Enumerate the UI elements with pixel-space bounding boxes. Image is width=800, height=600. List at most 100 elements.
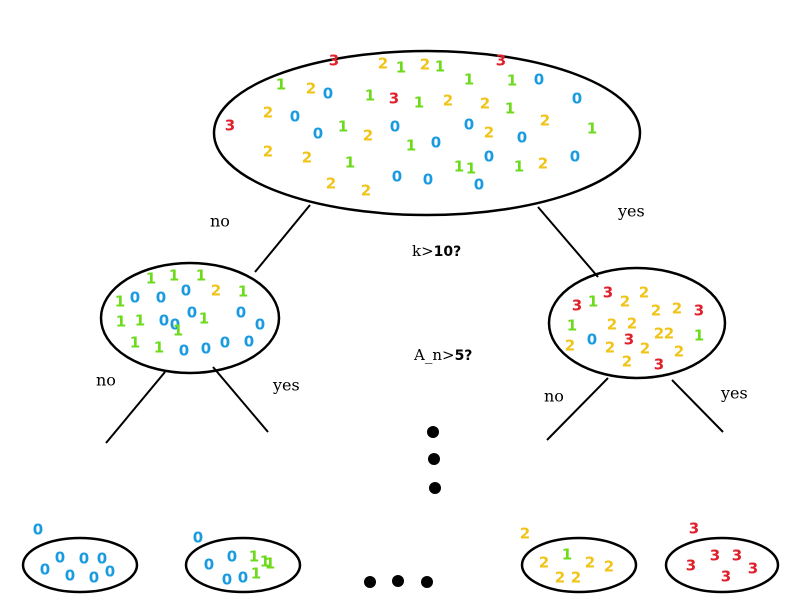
root-class-1-digit: 1 — [514, 158, 524, 176]
right-class-2-digit: 2 — [607, 316, 617, 334]
left-class-1-digit: 1 — [173, 322, 183, 340]
root-class-3-digit: 3 — [496, 52, 506, 70]
right-class-3-digit: 3 — [603, 284, 613, 302]
left-class-0-digit: 0 — [201, 340, 211, 358]
right-class-1-digit: 1 — [588, 293, 598, 311]
left-class-1-digit: 1 — [115, 293, 125, 311]
root-class-2-digit: 2 — [538, 155, 548, 173]
left-class-1-digit: 1 — [199, 310, 209, 328]
right-class-3-digit: 3 — [694, 302, 704, 320]
edge-label-right-yes: yes — [720, 384, 748, 403]
root-class-1-digit: 1 — [338, 118, 348, 136]
vertical-ellipsis-dot-3 — [429, 482, 441, 494]
leaf0-class-0-digit: 0 — [97, 550, 107, 568]
question-second-value: 5? — [455, 348, 473, 364]
left-class-0-digit: 0 — [159, 312, 169, 330]
root-class-2-digit: 2 — [443, 92, 453, 110]
edge-label-root-no: no — [210, 212, 230, 231]
right-class-2-digit: 2 — [664, 325, 674, 343]
leaf-node-2 — [520, 536, 638, 594]
edge-left-right — [212, 366, 269, 433]
root-class-0-digit: 0 — [517, 129, 527, 147]
right-class-2-digit: 2 — [640, 340, 650, 358]
edge-label-left-no: no — [96, 371, 116, 390]
right-class-2-digit: 2 — [605, 339, 615, 357]
root-class-2-digit: 2 — [378, 55, 388, 73]
left-class-0-digit: 0 — [236, 304, 246, 322]
root-class-2-digit: 2 — [363, 127, 373, 145]
leaf0-class-0-digit: 0 — [33, 521, 43, 539]
leaf2-class-2-digit: 2 — [539, 554, 549, 572]
edge-label-root-yes: yes — [617, 202, 645, 221]
root-class-2-digit: 2 — [326, 175, 336, 193]
left-class-1-digit: 1 — [154, 339, 164, 357]
leaf3-class-3-digit: 3 — [748, 560, 758, 578]
root-class-1-digit: 1 — [276, 76, 286, 94]
root-class-0-digit: 0 — [572, 90, 582, 108]
question-second-prefix: A_n> — [413, 346, 455, 364]
leaf1-class-0-digit: 0 — [227, 548, 237, 566]
root-class-2-digit: 2 — [361, 182, 371, 200]
right-class-2-digit: 2 — [622, 353, 632, 371]
left-class-0-digit: 0 — [181, 282, 191, 300]
right-class-2-digit: 2 — [654, 325, 664, 343]
root-class-1-digit: 1 — [365, 87, 375, 105]
leaf-node-3 — [664, 536, 780, 594]
root-class-0-digit: 0 — [464, 116, 474, 134]
question-second: A_n>5? — [413, 346, 472, 364]
left-class-1-digit: 1 — [196, 267, 206, 285]
root-class-2-digit: 2 — [306, 80, 316, 98]
root-class-3-digit: 3 — [225, 117, 235, 135]
root-class-1-digit: 1 — [414, 94, 424, 112]
leaf2-class-1-digit: 1 — [562, 546, 572, 564]
leaf2-class-2-digit: 2 — [555, 569, 565, 587]
right-class-2-digit: 2 — [639, 284, 649, 302]
left-class-2-digit: 2 — [211, 282, 221, 300]
root-class-2-digit: 2 — [263, 104, 273, 122]
root-class-2-digit: 2 — [302, 149, 312, 167]
right-class-2-digit: 2 — [651, 302, 661, 320]
left-class-1-digit: 1 — [130, 334, 140, 352]
leaf0-class-0-digit: 0 — [89, 569, 99, 587]
root-class-2-digit: 2 — [484, 124, 494, 142]
question-root-prefix: k> — [412, 242, 434, 260]
right-class-1-digit: 1 — [567, 317, 577, 335]
root-class-1-digit: 1 — [396, 59, 406, 77]
left-class-1-digit: 1 — [238, 283, 248, 301]
root-class-2-digit: 2 — [540, 112, 550, 130]
right-class-1-digit: 1 — [694, 327, 704, 345]
left-child-node — [99, 261, 281, 375]
question-root-value: 10? — [434, 244, 462, 260]
edge-root-left — [254, 204, 311, 273]
root-class-0-digit: 0 — [423, 171, 433, 189]
root-node — [212, 49, 642, 217]
root-class-2-digit: 2 — [263, 143, 273, 161]
leaf1-class-0-digit: 0 — [222, 571, 232, 589]
root-class-0-digit: 0 — [390, 118, 400, 136]
right-class-2-digit: 2 — [674, 343, 684, 361]
root-class-0-digit: 0 — [290, 108, 300, 126]
root-class-0-digit: 0 — [313, 125, 323, 143]
right-class-2-digit: 2 — [565, 337, 575, 355]
root-class-1-digit: 1 — [454, 158, 464, 176]
root-class-0-digit: 0 — [323, 85, 333, 103]
leaf3-class-3-digit: 3 — [710, 547, 720, 565]
leaf3-class-3-digit: 3 — [686, 557, 696, 575]
right-class-2-digit: 2 — [672, 300, 682, 318]
leaf3-class-3-digit: 3 — [689, 520, 699, 538]
root-class-1-digit: 1 — [587, 120, 597, 138]
leaf1-class-1-digit: 1 — [260, 553, 270, 571]
leaf0-class-0-digit: 0 — [105, 563, 115, 581]
leaf2-class-2-digit: 2 — [604, 558, 614, 576]
leaf3-class-3-digit: 3 — [721, 568, 731, 586]
edge-root-right — [537, 206, 599, 278]
edge-right-right — [671, 379, 724, 433]
leaf0-class-0-digit: 0 — [79, 550, 89, 568]
root-class-1-digit: 1 — [345, 154, 355, 172]
leaf2-class-2-digit: 2 — [585, 554, 595, 572]
root-class-0-digit: 0 — [534, 71, 544, 89]
left-class-0-digit: 0 — [255, 316, 265, 334]
root-class-3-digit: 3 — [329, 52, 339, 70]
